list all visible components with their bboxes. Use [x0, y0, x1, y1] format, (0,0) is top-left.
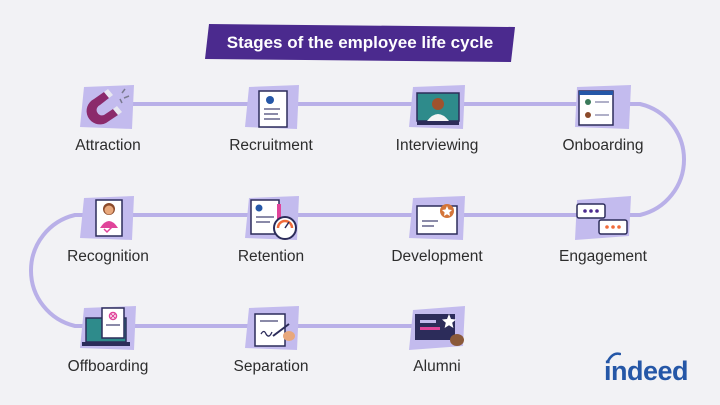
resume-icon [245, 85, 299, 129]
laptop-exit-icon [80, 306, 136, 350]
indeed-logo: indeed [604, 352, 700, 386]
title-banner: Stages of the employee life cycle [205, 24, 515, 62]
video-interview-icon [409, 85, 465, 129]
stage-attraction: Attraction [43, 85, 173, 165]
stage-label: Retention [237, 248, 305, 265]
stage-engagement: Engagement [538, 196, 668, 276]
stage-onboarding: Onboarding [538, 85, 668, 165]
stage-label: Recognition [67, 248, 149, 265]
stage-development: Development [372, 196, 502, 276]
stage-label: Interviewing [395, 137, 479, 154]
stage-offboarding: Offboarding [43, 306, 173, 386]
stage-retention: Retention [206, 196, 336, 276]
logo-text: indeed [604, 356, 689, 386]
stage-label: Onboarding [562, 137, 644, 154]
page-title: Stages of the employee life cycle [226, 33, 494, 52]
magnet-icon [80, 85, 134, 129]
stage-recognition: Recognition [43, 196, 173, 276]
resume-gauge-icon [245, 196, 299, 240]
signing-document-icon [245, 306, 299, 350]
stage-interviewing: Interviewing [372, 85, 502, 165]
stage-label: Development [391, 248, 483, 265]
video-call-icon [575, 85, 631, 129]
stage-label: Engagement [559, 248, 647, 265]
stage-alumni: Alumni [372, 306, 502, 386]
stage-label: Offboarding [67, 358, 149, 375]
chat-bubbles-icon [575, 196, 631, 240]
employee-award-icon [80, 196, 134, 240]
stage-recruitment: Recruitment [206, 85, 336, 165]
badge-card-icon [409, 306, 465, 350]
stage-label: Recruitment [229, 137, 313, 154]
stage-label: Alumni [413, 358, 461, 375]
stage-separation: Separation [206, 306, 336, 386]
logo-swoosh-icon [607, 352, 621, 362]
stage-label: Separation [233, 358, 309, 375]
certificate-icon [409, 196, 465, 240]
stage-label: Attraction [75, 137, 141, 154]
